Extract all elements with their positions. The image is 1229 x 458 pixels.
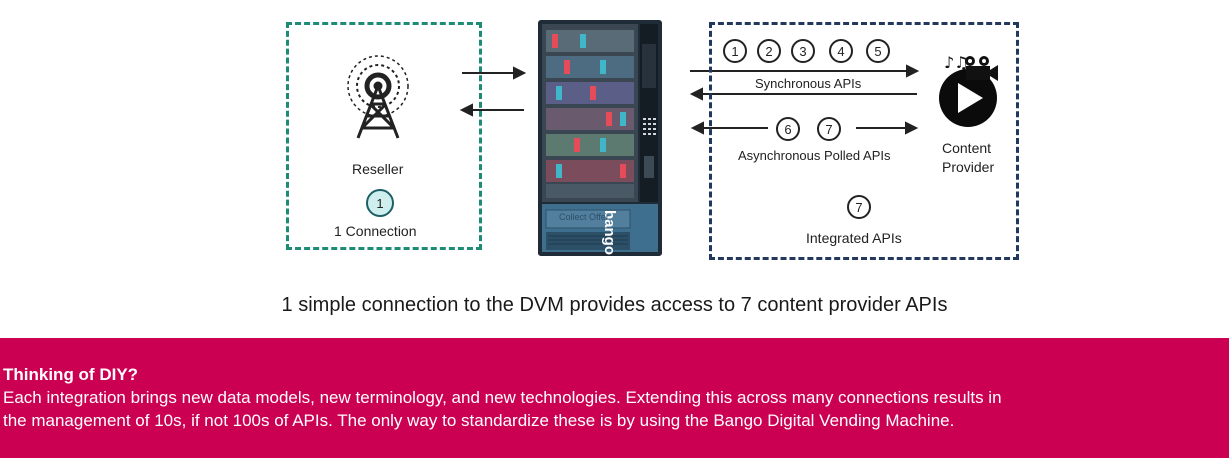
async-label: Asynchronous Polled APIs [738, 148, 891, 163]
integrated-badge: 7 [847, 195, 871, 219]
reseller-machine-arrows [459, 66, 527, 117]
media-play-icon: ♪♫ [939, 53, 998, 127]
vending-machine [538, 20, 662, 256]
reseller-box [286, 22, 482, 250]
sync-badge-5: 5 [866, 39, 890, 63]
reseller-label: Reseller [352, 161, 404, 177]
svg-text:♪♫: ♪♫ [944, 53, 969, 72]
diy-banner: Thinking of DIY? Each integration brings… [0, 338, 1229, 458]
banner-line-2: the management of 10s, if not 100s of AP… [3, 411, 955, 430]
sync-badge-1: 1 [723, 39, 747, 63]
integrated-label: Integrated APIs [806, 230, 902, 246]
reseller-connection-label: 1 Connection [334, 223, 417, 239]
banner-line-1: Each integration brings new data models,… [3, 388, 1002, 407]
radio-tower-icon [347, 55, 409, 139]
content-provider-label-line2: Provider [942, 159, 995, 175]
async-badge-6: 6 [776, 117, 800, 141]
reseller-badge: 1 [366, 189, 394, 217]
provider-box [709, 22, 1019, 260]
sync-arrows [689, 64, 920, 101]
sync-badge-3: 3 [791, 39, 815, 63]
banner-title: Thinking of DIY? [3, 365, 139, 384]
sync-badge-2: 2 [757, 39, 781, 63]
diagram-caption: 1 simple connection to the DVM provides … [281, 294, 948, 316]
content-provider-label-line1: Content [942, 140, 992, 156]
sync-badge-4: 4 [829, 39, 853, 63]
async-badge-7: 7 [817, 117, 841, 141]
sync-label: Synchronous APIs [755, 76, 862, 91]
machine-collect-text: Collect Offer [559, 212, 609, 222]
